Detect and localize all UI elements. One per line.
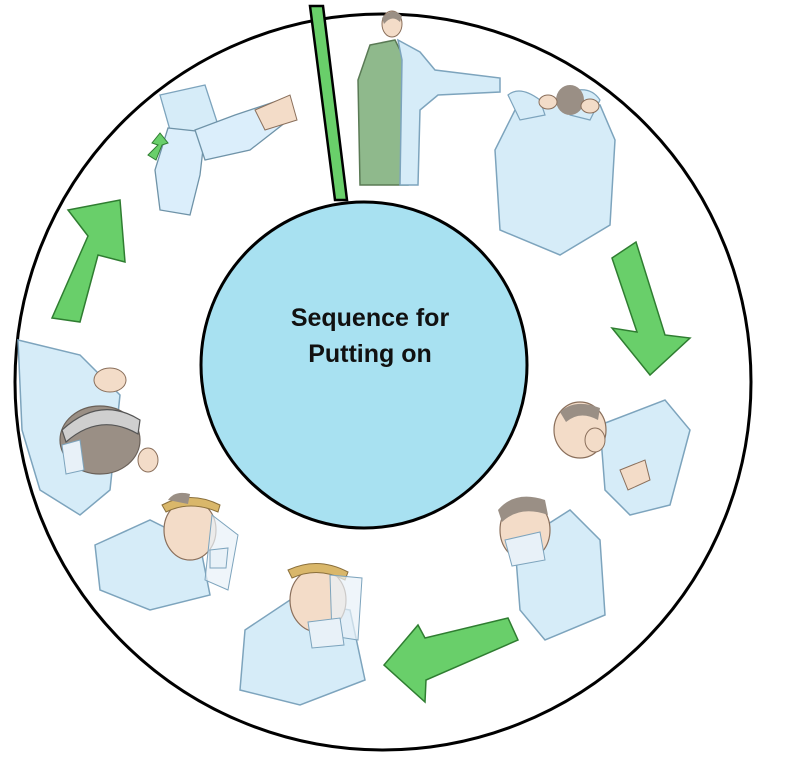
step-goggles-illustration — [17, 339, 159, 516]
center-title-line-1: Sequence for — [290, 304, 450, 332]
arrow-bottom-left — [382, 617, 519, 704]
small-up-arrow-icon — [147, 132, 169, 161]
step-gown-illustration — [357, 10, 501, 186]
step-gloves-illustration — [147, 84, 298, 216]
step-gown-tie-illustration — [494, 85, 616, 256]
center-circle — [199, 200, 529, 530]
start-divider — [308, 4, 349, 202]
step-n95-mask-illustration — [553, 399, 691, 516]
step-surgical-mask-illustration — [498, 496, 606, 641]
arrow-right-down — [610, 240, 692, 377]
center-title: Sequence for Putting on — [215, 300, 525, 372]
step-face-shield-illustration — [239, 562, 366, 706]
arrow-left-up — [50, 199, 126, 323]
step-face-shield-adjust-illustration — [94, 492, 239, 611]
center-title-line-2: Putting on — [308, 340, 432, 368]
